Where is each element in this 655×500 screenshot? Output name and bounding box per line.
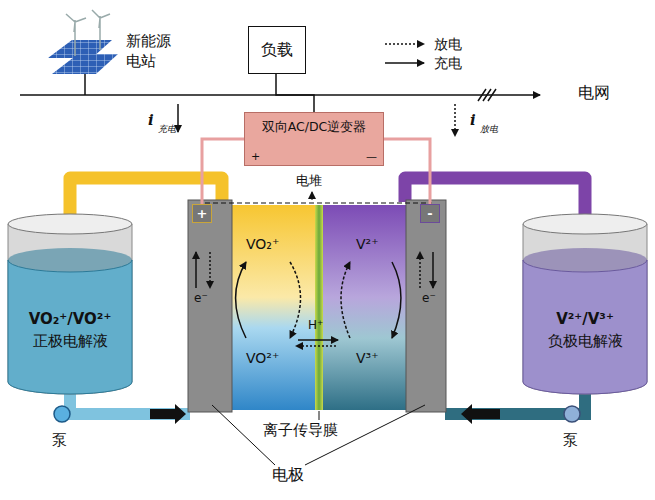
negative-tank: V²⁺/V³⁺ 负极电解液 <box>520 212 650 397</box>
wire <box>276 74 314 112</box>
positive-half-cell <box>232 205 316 410</box>
discharge-current-arrow <box>454 104 456 136</box>
node-text: - <box>421 205 439 222</box>
label: 充电 <box>158 124 176 134</box>
station-wire <box>84 74 86 95</box>
node-text: V²⁺/V³⁺ <box>520 310 650 328</box>
label: 泵 <box>52 432 67 449</box>
reaction-arrow <box>236 262 247 338</box>
stack-outline <box>205 202 432 203</box>
leader-line <box>212 405 425 465</box>
inverter-box: 双向AC/DC逆变器 + — <box>244 112 384 166</box>
charge-current-arrow <box>177 104 179 132</box>
load-box: 负载 <box>248 26 306 74</box>
negative-electrode <box>406 200 446 412</box>
break-mark <box>478 89 496 101</box>
node-text: 正极电解液 <box>5 332 135 351</box>
leader-line <box>319 411 320 420</box>
label: 离子传导膜 <box>263 422 338 439</box>
legend-solid-arrow <box>385 62 424 64</box>
flow-arrow <box>150 404 186 424</box>
label: VO²⁺ <box>246 350 279 366</box>
label: e⁻ <box>194 292 208 306</box>
node-text: — <box>366 150 377 163</box>
electron-arrow <box>432 252 434 288</box>
node-text: + <box>251 150 260 163</box>
node-text: 负极电解液 <box>520 332 650 351</box>
wire <box>384 139 430 204</box>
label: 电堆 <box>296 174 322 189</box>
label: V³⁺ <box>356 350 379 366</box>
label: 电极 <box>272 466 304 484</box>
tank-shape <box>520 212 650 397</box>
positive-tank: VO₂⁺/VO²⁺ 正极电解液 <box>5 212 135 397</box>
flow-arrow <box>461 404 500 424</box>
label: H⁺ <box>308 319 323 333</box>
node-text: 负载 <box>261 40 293 61</box>
reaction-arrow <box>290 262 301 338</box>
tank-shape <box>5 212 135 397</box>
negative-half-cell <box>322 205 406 410</box>
label: i <box>148 112 154 129</box>
stack-pointer <box>312 192 313 200</box>
label: e⁻ <box>422 292 436 306</box>
node-text: 双向AC/DC逆变器 <box>249 119 379 136</box>
wire <box>202 139 244 204</box>
legend-text: 充电 <box>434 55 462 71</box>
legend-dotted-arrow <box>385 43 424 45</box>
positive-electrode <box>188 200 232 412</box>
positive-terminal: + <box>192 204 212 223</box>
label: 电网 <box>578 84 610 102</box>
label: 放电 <box>480 124 498 134</box>
electron-arrow <box>195 252 197 288</box>
power-station-icon <box>48 10 118 74</box>
node-text: + <box>193 205 211 222</box>
proton-arrow <box>296 345 336 347</box>
electron-arrow <box>209 252 211 288</box>
reaction-arrow <box>341 262 350 338</box>
pump <box>564 406 580 422</box>
reaction-arrow <box>392 262 401 338</box>
label: 新能源 电站 <box>126 32 176 71</box>
label: 泵 <box>563 432 578 449</box>
label: i <box>470 112 476 129</box>
proton-arrow <box>298 339 338 341</box>
negative-terminal: - <box>420 204 440 223</box>
legend-text: 放电 <box>434 36 462 52</box>
membrane <box>315 205 323 410</box>
pump <box>54 406 70 422</box>
node-text: VO₂⁺/VO²⁺ <box>5 310 135 328</box>
label: V²⁺ <box>356 236 379 252</box>
label: VO₂⁺ <box>246 236 279 252</box>
electron-arrow <box>419 252 421 288</box>
